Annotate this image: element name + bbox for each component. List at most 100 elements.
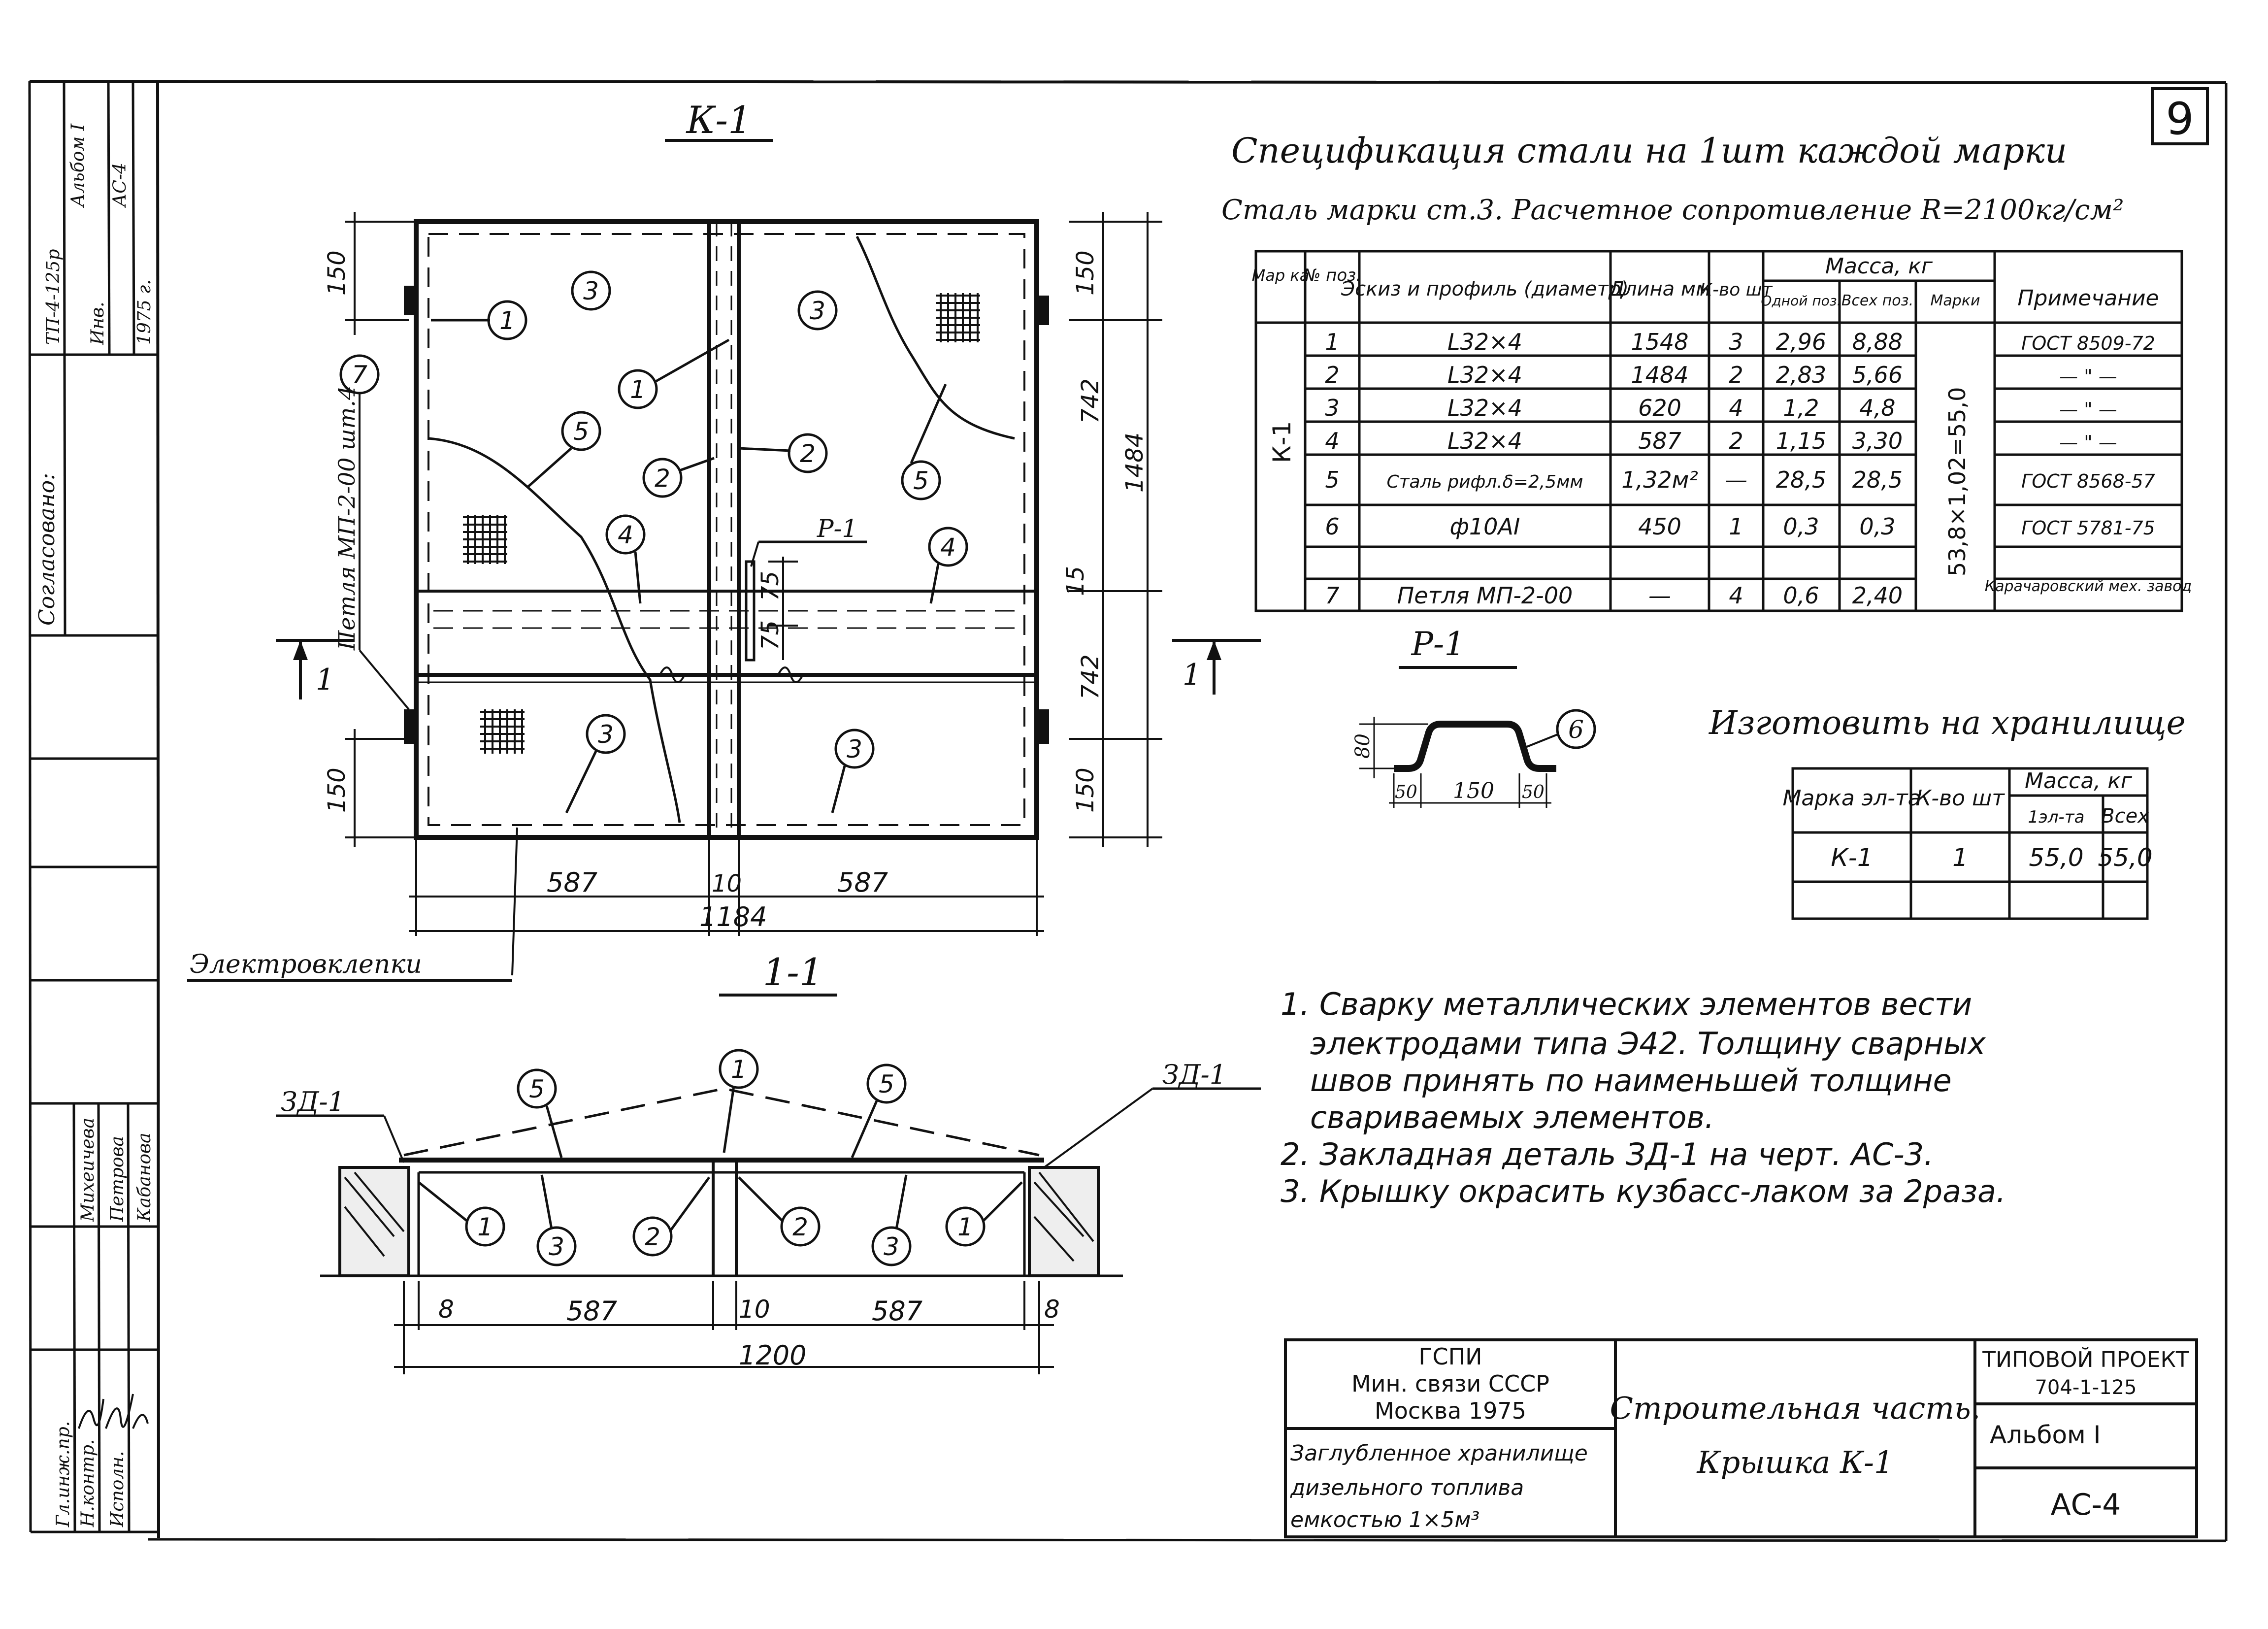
left-strip-text: Согласовано: ТП-4-125р Альбом I Инв. АС-… — [34, 123, 155, 1528]
cell-pos: 5 — [1325, 466, 1339, 493]
cell-one: 1,15 — [1776, 428, 1826, 454]
detail-dim-80: 80 — [1351, 733, 1374, 759]
title-project-number: 704-1-125 — [2035, 1376, 2137, 1399]
cell-length: 450 — [1638, 513, 1681, 540]
object-line: емкостью 1×5м³ — [1290, 1507, 1479, 1532]
plan-pos: 2 — [800, 439, 816, 468]
cell-profile: L32×4 — [1447, 428, 1522, 454]
object-line: Заглубленное хранилище — [1290, 1441, 1588, 1466]
hdr-mass-one: Одной поз. — [1761, 293, 1841, 309]
sec-pos: 5 — [529, 1075, 545, 1103]
petlya-label: Петля МП-2-00 шт.4 — [333, 386, 360, 651]
name-chief: Михеичева — [78, 1118, 98, 1222]
notes: 1. Сварку металлических элементов вести … — [1281, 986, 2006, 1209]
spec-row: 1 L32×4 1548 3 2,96 8,88 ГОСТ 8509-72 — [1325, 329, 2155, 355]
strip-cell-album: Альбом I — [68, 123, 88, 208]
hdr-profile: Эскиз и профиль (диаметр) — [1341, 278, 1629, 300]
section-view: 1-1 ЗД-1 ЗД-1 — [276, 950, 1261, 1374]
cell-length: 620 — [1638, 395, 1681, 421]
dim: 150 — [323, 767, 351, 813]
cell-all: 3,30 — [1852, 428, 1903, 454]
cell-profile: Сталь рифл.δ=2,5мм — [1386, 472, 1583, 492]
section-mark-label: 1 — [316, 663, 334, 697]
sec-pos: 2 — [645, 1223, 660, 1251]
st-hdr-all: Всех — [2101, 805, 2149, 828]
title-org: ГСПИ Мин. связи СССР Москва 1975 — [1351, 1343, 1549, 1424]
detail-dim-150: 150 — [1453, 778, 1494, 803]
title-block: ГСПИ Мин. связи СССР Москва 1975 Заглубл… — [1284, 1338, 2198, 1538]
note-line: швов принять по наименьшей толщине — [1310, 1063, 1952, 1098]
note-line: 3. Крышку окрасить кузбасс-лаком за 2раз… — [1281, 1173, 2006, 1209]
storage-grid — [1791, 767, 2149, 920]
dim: 75 — [756, 571, 784, 601]
sec-pos: 3 — [549, 1232, 564, 1261]
sheet-number: 9 — [2166, 93, 2194, 145]
dim: 15 — [1062, 566, 1089, 596]
section-mark-right: 1 — [1172, 639, 1261, 695]
role-chief: Гл.инж.пр. — [53, 1421, 73, 1528]
title-sheet-code: АС-4 — [2051, 1488, 2121, 1522]
dim: 587 — [566, 1296, 617, 1327]
dim: 150 — [323, 250, 351, 296]
hdr-qty: К-во шт — [1700, 280, 1773, 300]
section-mark-left: 1 — [276, 639, 355, 699]
cell-length: — — [1648, 582, 1671, 609]
st-hdr-qty: К-во шт — [1916, 786, 2005, 811]
spec-title: Спецификация стали на 1шт каждой марки — [1231, 131, 2067, 171]
plan-callouts — [339, 270, 968, 814]
plan-pos: 2 — [655, 464, 670, 493]
plan-pos: 3 — [598, 720, 614, 749]
cell-all: 0,3 — [1859, 513, 1895, 540]
plan-title: К-1 — [686, 98, 752, 142]
cell-qty: 3 — [1729, 329, 1743, 355]
sheet-number-box: 9 — [2151, 87, 2209, 145]
spec-row: 3 L32×4 620 4 1,2 4,8 — " — — [1325, 395, 2117, 421]
cell-qty: — — [1725, 466, 1747, 493]
storage-row: К-1 1 55,0 55,0 — [1831, 843, 2152, 872]
section-mark-label: 1 — [1183, 658, 1201, 692]
cell-profile: L32×4 — [1447, 395, 1522, 421]
loop-icons — [404, 286, 1049, 744]
strip-cell-year: 1975 г. — [134, 279, 155, 345]
cell-length: 1,32м² — [1621, 466, 1698, 493]
section-title: 1-1 — [763, 950, 823, 994]
storage-block: Изготовить на хранилище Марка эл-та К-во… — [1709, 704, 2186, 920]
section-dim-lines — [394, 1281, 1054, 1374]
plan-view: К-1 — [187, 98, 1261, 982]
cell-all: 8,88 — [1852, 329, 1903, 355]
cell-note: ГОСТ 8509-72 — [2021, 332, 2155, 354]
org-line: Москва 1975 — [1375, 1397, 1526, 1424]
cell-qty: 2 — [1729, 362, 1743, 388]
strip-cell-project: ТП-4-125р — [43, 249, 64, 345]
dim: 75 — [756, 620, 784, 650]
hdr-mass-all: Всех поз. — [1841, 292, 1913, 309]
detail-dims — [1359, 717, 1551, 808]
note-line: 2. Закладная деталь ЗД-1 на черт. АС-3. — [1281, 1136, 1934, 1172]
dim: 587 — [872, 1296, 922, 1327]
cell-one: 0,3 — [1783, 513, 1819, 540]
strip-cell-inv: Инв. — [88, 301, 108, 345]
cell-one: 1,2 — [1783, 395, 1819, 421]
section-dim-labels: 8 587 10 587 8 1200 — [438, 1295, 1060, 1371]
cell-all: 2,40 — [1852, 582, 1903, 609]
zd-left: ЗД-1 — [281, 1086, 345, 1117]
cell-qty: 2 — [1729, 428, 1743, 454]
cell-note: — " — — [2059, 432, 2117, 453]
electro-label: Электровклепки — [190, 950, 422, 979]
plan-pos: 1 — [499, 306, 515, 335]
cell-note: — " — — [2059, 366, 2117, 387]
sec-pos: 5 — [879, 1070, 894, 1098]
st-hdr-mass: Масса, кг — [2025, 768, 2133, 794]
spec-table-grid — [1254, 250, 2183, 612]
section-callouts — [418, 1049, 1023, 1266]
cell-note: ГОСТ 8568-57 — [2021, 470, 2155, 492]
spec-subtitle: Сталь марки ст.3. Расчетное сопротивлени… — [1221, 194, 2124, 226]
note-line: свариваемых элементов. — [1310, 1099, 1714, 1135]
detail-pos: 6 — [1568, 715, 1584, 744]
st-cell-mark: К-1 — [1831, 843, 1873, 872]
cell-note: ГОСТ 5781-75 — [2021, 517, 2155, 539]
sec-pos: 1 — [731, 1055, 747, 1084]
cell-one: 28,5 — [1776, 466, 1826, 493]
dim-labels: 150 150 150 742 1484 15 742 150 75 75 58… — [323, 250, 1149, 932]
